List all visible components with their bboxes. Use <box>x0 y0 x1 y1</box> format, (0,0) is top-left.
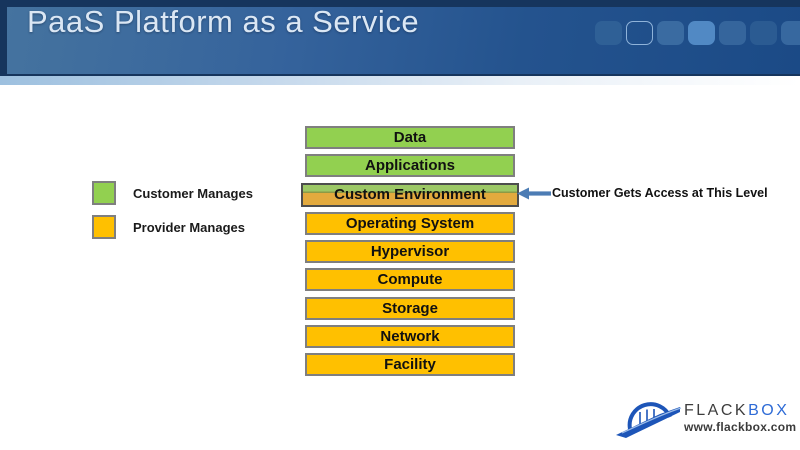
header-accent-square <box>781 21 800 45</box>
layer-operating-system: Operating System <box>305 211 515 235</box>
layer-compute: Compute <box>305 268 515 292</box>
layer-hypervisor: Hypervisor <box>305 240 515 264</box>
slide-header: PaaS Platform as a Service <box>0 0 800 76</box>
logo-wordmark: Flackbox <box>684 402 789 420</box>
left-arrow-icon <box>517 187 551 205</box>
legend-item-provider: Provider Manages <box>92 215 245 239</box>
paas-layer-stack: Data Applications Custom Environment Ope… <box>301 126 519 382</box>
logo-url: www.flackbox.com <box>684 420 797 434</box>
layer-storage: Storage <box>305 296 515 320</box>
header-accent-squares <box>595 21 800 45</box>
bridge-icon <box>616 397 682 446</box>
header-accent-square <box>657 21 684 45</box>
header-accent-square <box>750 21 777 45</box>
provider-color-swatch <box>92 215 116 239</box>
header-bottom-strip <box>0 76 800 85</box>
header-accent-square <box>719 21 746 45</box>
legend-label: Customer Manages <box>133 185 253 201</box>
header-accent-square <box>688 21 715 45</box>
customer-color-swatch <box>92 181 116 205</box>
header-accent-square <box>626 21 653 45</box>
logo-text-primary: Flack <box>684 402 749 419</box>
legend-item-customer: Customer Manages <box>92 181 253 205</box>
header-accent-square <box>595 21 622 45</box>
layer-data: Data <box>305 126 515 149</box>
layer-custom-environment: Custom Environment <box>301 182 519 207</box>
layer-facility: Facility <box>305 353 515 377</box>
flackbox-logo: Flackbox www.flackbox.com <box>616 396 796 442</box>
logo-text-secondary: box <box>748 402 790 419</box>
legend-label: Provider Manages <box>133 219 245 235</box>
layer-network: Network <box>305 325 515 349</box>
page-title: PaaS Platform as a Service <box>27 4 420 39</box>
layer-applications: Applications <box>305 154 515 178</box>
annotation-label: Customer Gets Access at This Level <box>552 186 768 200</box>
